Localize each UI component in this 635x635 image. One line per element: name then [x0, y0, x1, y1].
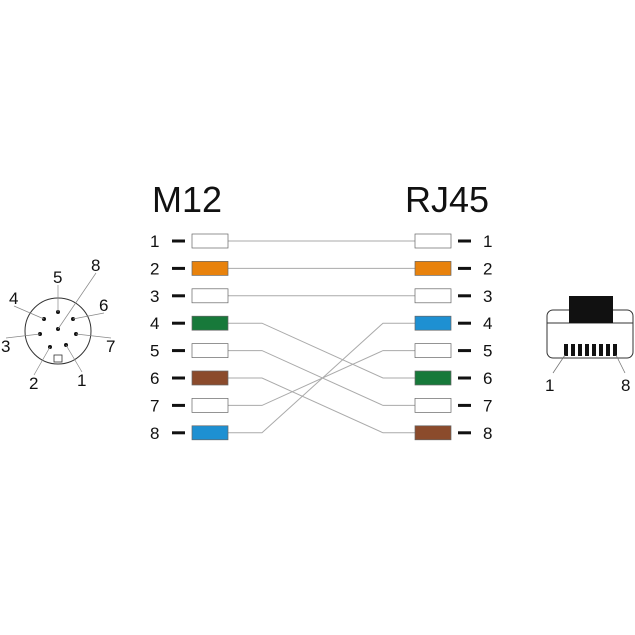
rj45-wire-color-5: [414, 343, 452, 358]
rj45-title: RJ45: [405, 179, 489, 220]
m12-pin-dash: [172, 294, 185, 298]
m12-wire-color-3: [191, 288, 229, 304]
rj45-pin-dash: [458, 321, 471, 325]
m12-wire-color-2: [191, 261, 229, 276]
wire-8-to-4: [228, 322, 415, 434]
rj45-wire-color-7: [414, 398, 452, 413]
rj45-label-8: 8: [621, 376, 630, 395]
wire-4-to-6: [228, 322, 415, 379]
leader-line: [552, 354, 566, 374]
rj45-contact: [585, 344, 589, 356]
pin-rows: 1 1 2 2 3 3 4 4 5 5 6 6 7 7 8 8: [150, 232, 492, 443]
m12-pin-dash: [172, 376, 185, 380]
rj45-contact: [606, 344, 610, 356]
m12-label-1: 1: [77, 371, 86, 390]
m12-pin-number: 1: [150, 232, 159, 251]
wires: [228, 240, 415, 434]
m12-pin-number: 8: [150, 424, 159, 443]
rj45-pin-number: 4: [483, 314, 492, 333]
rj45-pin-number: 3: [483, 287, 492, 306]
rj45-pin-dash: [458, 239, 471, 243]
rj45-latch: [569, 296, 613, 323]
m12-pin-dash: [172, 403, 185, 407]
m12-pin-number: 3: [150, 287, 159, 306]
m12-label-4: 4: [9, 289, 18, 308]
rj45-connector-face: 1 8: [545, 296, 634, 395]
m12-label-2: 2: [29, 374, 38, 393]
rj45-pin-dash: [458, 266, 471, 270]
rj45-wire-color-6: [414, 370, 452, 386]
m12-pin-dash: [172, 321, 185, 325]
m12-pin-dash: [172, 266, 185, 270]
leader-line: [615, 354, 626, 374]
leader-line: [33, 346, 51, 376]
m12-pin-number: 6: [150, 369, 159, 388]
m12-pin-number: 5: [150, 342, 159, 361]
m12-pin-number: 7: [150, 396, 159, 415]
rj45-pin-dash: [458, 431, 471, 435]
m12-pin-number: 4: [150, 314, 159, 333]
rj45-pin-number: 6: [483, 369, 492, 388]
m12-label-3: 3: [1, 337, 10, 356]
rj45-pin-dash: [458, 376, 471, 380]
rj45-contact: [571, 344, 575, 356]
rj45-pin-number: 7: [483, 396, 492, 415]
m12-wire-color-5: [191, 343, 229, 358]
m12-label-5: 5: [53, 268, 62, 287]
leader-line: [13, 305, 45, 320]
rj45-wire-color-3: [414, 288, 452, 304]
rj45-pin-dash: [458, 403, 471, 407]
rj45-pin-dash: [458, 294, 471, 298]
leader-line: [57, 272, 97, 330]
m12-pin-dash: [172, 239, 185, 243]
leader-line: [75, 333, 112, 339]
m12-wire-color-7: [191, 398, 229, 413]
m12-label-7: 7: [106, 337, 115, 356]
rj45-contact: [613, 344, 617, 356]
leader-line: [5, 333, 41, 339]
m12-wire-color-4: [191, 315, 229, 331]
leader-line: [65, 344, 83, 373]
rj45-wire-color-4: [414, 315, 452, 331]
leader-line: [72, 312, 105, 320]
m12-title: M12: [152, 179, 222, 220]
rj45-contact: [564, 344, 568, 356]
rj45-pin-number: 8: [483, 424, 492, 443]
m12-label-8: 8: [91, 256, 100, 275]
rj45-contact: [592, 344, 596, 356]
m12-wire-color-6: [191, 370, 229, 386]
rj45-pin-number: 2: [483, 259, 492, 278]
m12-wire-color-1: [191, 233, 229, 249]
m12-label-6: 6: [99, 296, 108, 315]
rj45-pin-dash: [458, 349, 471, 353]
rj45-contacts: [564, 344, 617, 356]
rj45-pin-number: 1: [483, 232, 492, 251]
rj45-wire-color-2: [414, 261, 452, 276]
rj45-wire-color-8: [414, 425, 452, 441]
rj45-contact: [599, 344, 603, 356]
rj45-wire-color-1: [414, 233, 452, 249]
m12-wire-color-8: [191, 425, 229, 441]
m12-pin-dash: [172, 349, 185, 353]
rj45-pin-number: 5: [483, 342, 492, 361]
wire-6-to-8: [228, 377, 415, 434]
m12-pin-number: 2: [150, 259, 159, 278]
rj45-label-1: 1: [545, 376, 554, 395]
rj45-contact: [578, 344, 582, 356]
m12-key: [53, 354, 63, 363]
m12-pin-dash: [172, 431, 185, 435]
